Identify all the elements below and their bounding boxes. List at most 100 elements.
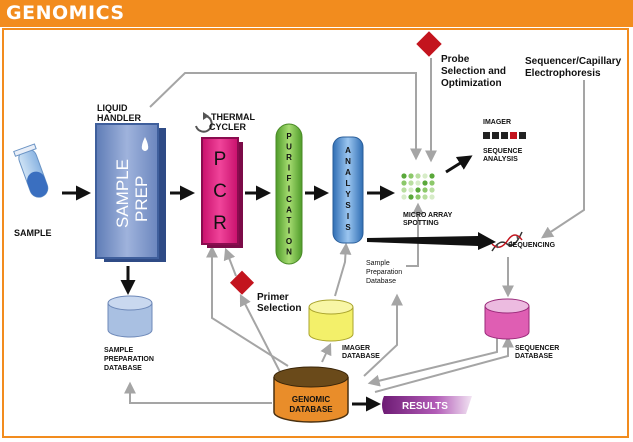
results-label: RESULTS bbox=[402, 401, 448, 412]
sample-db-line1: SAMPLE bbox=[104, 347, 134, 354]
connector-genomic-to-prepnote bbox=[363, 293, 403, 377]
purification-letter: I bbox=[288, 185, 290, 194]
primer-line1: Primer bbox=[257, 292, 289, 303]
dna-icon bbox=[491, 231, 523, 252]
array-spot bbox=[415, 173, 421, 179]
array-spot bbox=[422, 187, 428, 193]
imager-bar-icon bbox=[483, 132, 526, 139]
array-spot bbox=[408, 180, 414, 186]
liquid-handler-line2: HANDLER bbox=[97, 113, 141, 123]
sequencer-db-cylinder bbox=[484, 298, 530, 340]
sample-db-line3: DATABASE bbox=[104, 365, 142, 372]
connector-genomic-to-pcr bbox=[206, 245, 289, 367]
sample-tube bbox=[13, 143, 49, 198]
sequencer-db-line2: DATABASE bbox=[515, 353, 553, 360]
array-spot bbox=[415, 194, 421, 200]
purification-letter: C bbox=[286, 195, 292, 204]
probe-line2: Selection and bbox=[441, 66, 506, 77]
purification-letter: N bbox=[286, 248, 292, 257]
sequencer-db-line1: SEQUENCER bbox=[515, 345, 559, 352]
connector-primer-to-pcr bbox=[223, 247, 237, 277]
analysis-letter: Y bbox=[345, 190, 351, 199]
array-spot bbox=[408, 173, 414, 179]
results-badge bbox=[382, 396, 472, 414]
arrow-analysis-to-sequencing bbox=[367, 232, 496, 250]
connector-genomic-to-seqdb bbox=[374, 335, 514, 393]
imager-db-cylinder bbox=[308, 299, 354, 342]
array-spot bbox=[415, 187, 421, 193]
connector-sequencer-to-sequencing bbox=[540, 80, 585, 239]
micro-array-line2: SPOTTING bbox=[403, 220, 439, 227]
connector-imagerdb-to-analysis bbox=[334, 242, 352, 297]
primer-marker bbox=[229, 270, 255, 295]
imager-label: IMAGER bbox=[483, 119, 511, 126]
micro-array-grid bbox=[401, 173, 435, 200]
array-spot bbox=[408, 194, 414, 200]
sequence-analysis-line2: ANALYSIS bbox=[483, 156, 518, 163]
sample-prep-line1: SAMPLE bbox=[113, 159, 132, 228]
imager-db-line1: IMAGER bbox=[342, 345, 370, 352]
analysis-letter: N bbox=[345, 157, 351, 166]
analysis-letter: S bbox=[345, 223, 351, 232]
sequencer-line1: Sequencer/Capillary bbox=[525, 56, 622, 67]
array-spot bbox=[422, 180, 428, 186]
array-spot bbox=[401, 194, 407, 200]
purification-letter: I bbox=[288, 164, 290, 173]
connector-prepdb-to-array bbox=[406, 202, 424, 267]
purification-letter: P bbox=[286, 132, 292, 141]
arrow-array-to-imager bbox=[445, 155, 473, 174]
genomic-db-line1: GENOMIC bbox=[292, 395, 330, 404]
connector-prep-to-array bbox=[149, 72, 422, 161]
probe-line3: Optimization bbox=[441, 78, 502, 89]
sample-db-line2: PREPARATION bbox=[104, 356, 154, 363]
purification-letter: U bbox=[286, 143, 292, 152]
purification-letter: F bbox=[287, 174, 292, 183]
array-spot bbox=[401, 173, 407, 179]
connectors bbox=[124, 58, 585, 404]
connector-genomic-to-primer bbox=[239, 293, 281, 373]
array-spot bbox=[422, 194, 428, 200]
purification-letter: T bbox=[287, 216, 292, 225]
genomic-db-cylinder bbox=[273, 366, 349, 423]
array-spot bbox=[401, 180, 407, 186]
thermal-cycler-line2: CYCLER bbox=[209, 122, 247, 132]
array-spot bbox=[429, 173, 435, 179]
purification-letter: A bbox=[286, 206, 292, 215]
array-spot bbox=[429, 180, 435, 186]
sample-prep-box: SAMPLE PREP bbox=[95, 123, 166, 262]
sequencer-line2: Electrophoresis bbox=[525, 68, 601, 79]
connector-genomic-to-imagerdb bbox=[320, 342, 332, 363]
analysis-letter: L bbox=[346, 179, 351, 188]
prepdb-note-line1: Sample bbox=[366, 260, 390, 267]
pcr-box: P C R bbox=[201, 137, 243, 248]
prepdb-note-line2: Preparation bbox=[366, 269, 402, 276]
analysis-letter: A bbox=[345, 168, 351, 177]
analysis-letter: A bbox=[345, 146, 351, 155]
thermal-cycler-line1: THERMAL bbox=[211, 112, 255, 122]
drop-icon bbox=[141, 137, 149, 151]
pcr-letter-c: C bbox=[213, 181, 227, 202]
connector-seqdb-to-genomic bbox=[367, 338, 498, 387]
purification-letter: I bbox=[288, 227, 290, 236]
prepdb-note-line3: Database bbox=[366, 278, 396, 285]
header-bar: GENOMICS bbox=[0, 0, 633, 27]
sample-db-cylinder bbox=[107, 295, 153, 338]
imager-db-line2: DATABASE bbox=[342, 353, 380, 360]
pcr-letter-p: P bbox=[214, 149, 227, 170]
primer-line2: Selection bbox=[257, 303, 301, 314]
sample-label: SAMPLE bbox=[14, 228, 52, 238]
liquid-handler-line1: LIQUID bbox=[97, 103, 128, 113]
analysis-letter: I bbox=[347, 212, 349, 221]
connector-genomic-to-sampledb bbox=[124, 381, 272, 404]
array-spot bbox=[401, 187, 407, 193]
probe-line1: Probe bbox=[441, 54, 470, 65]
sample-prep-line2: PREP bbox=[132, 176, 151, 222]
array-spot bbox=[429, 187, 435, 193]
probe-marker bbox=[416, 31, 442, 57]
cycle-icon bbox=[195, 115, 213, 133]
purification-letter: R bbox=[286, 153, 292, 162]
pcr-letter-r: R bbox=[213, 213, 227, 234]
analysis-capsule: ANALYSIS bbox=[332, 136, 364, 244]
